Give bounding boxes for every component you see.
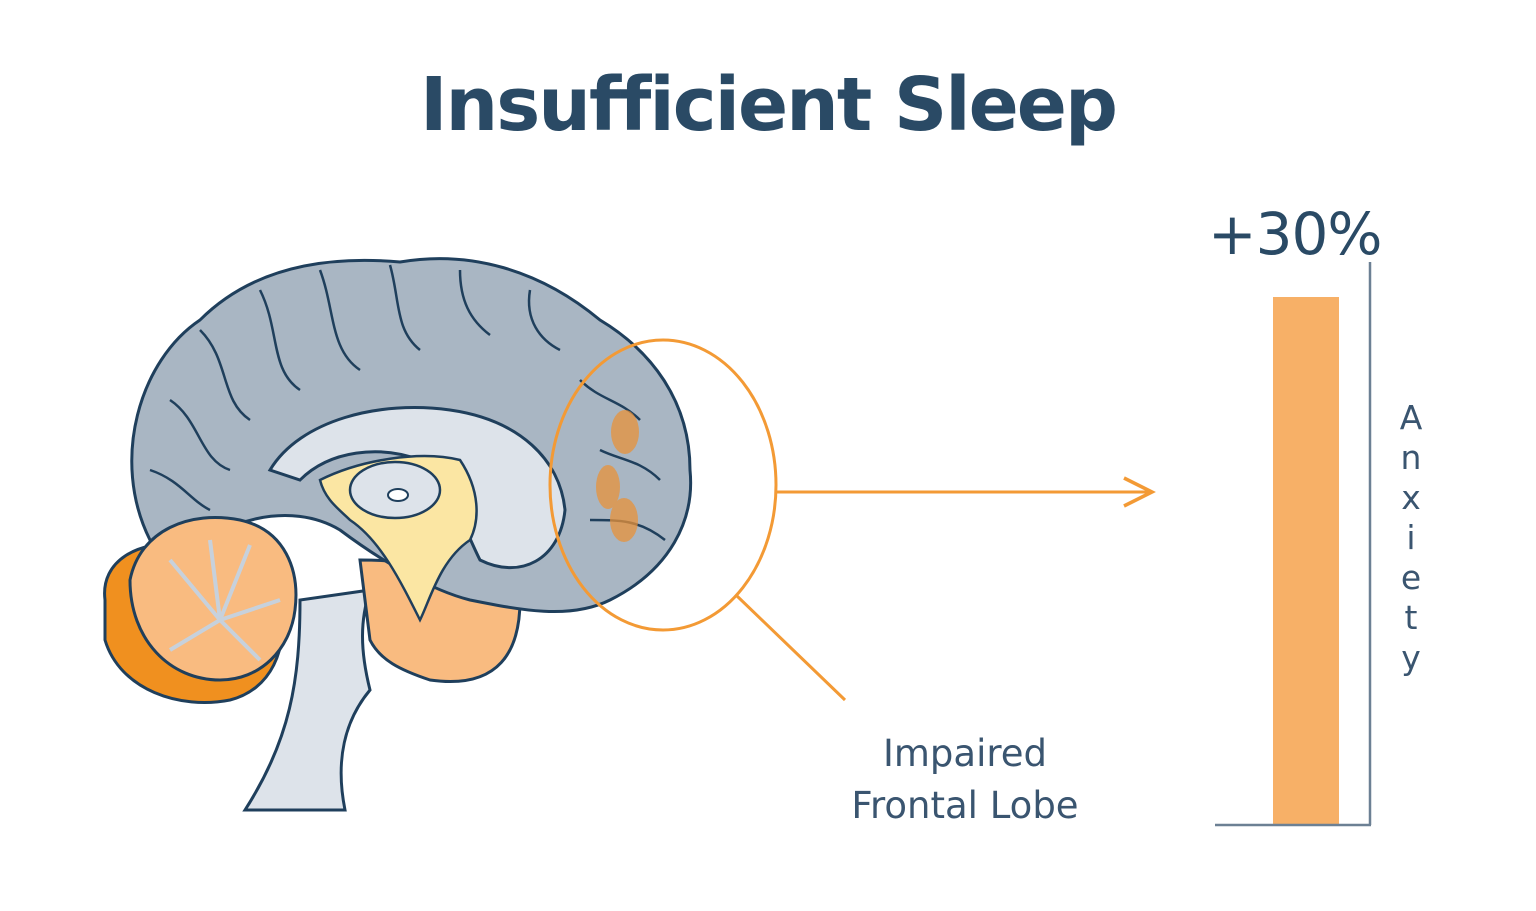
caption-line-2: Frontal Lobe — [851, 784, 1079, 827]
cerebellum-inner — [128, 516, 298, 682]
frontal-highlight-spots — [596, 410, 639, 542]
arrow-head-icon — [1123, 476, 1156, 508]
axis-letter: e — [1400, 558, 1422, 597]
anxiety-bar-chart — [1215, 262, 1372, 827]
caption-line-1: Impaired — [882, 732, 1048, 775]
callout-caption: Impaired Frontal Lobe — [810, 728, 1120, 832]
interthalamic-adhesion — [387, 488, 409, 502]
callout-pointer-line — [735, 594, 847, 702]
brainstem — [242, 588, 373, 812]
brain-illustration — [103, 257, 693, 812]
axis-letter: t — [1404, 598, 1418, 637]
y-axis-label: A n x i e t y — [1396, 398, 1426, 678]
frontal-lobe-highlight-circle — [548, 338, 778, 632]
page-title: Insufficient Sleep — [420, 62, 1118, 148]
anxiety-bar — [1273, 297, 1339, 824]
gyri-lines — [149, 264, 666, 541]
axis-letter: n — [1400, 438, 1422, 477]
axis-letter: y — [1401, 638, 1421, 677]
arbor-vitae — [168, 539, 281, 662]
axis-letter: A — [1399, 398, 1423, 437]
axis-letter: x — [1401, 478, 1421, 517]
bar-value-label: +30% — [1208, 200, 1383, 268]
axis-letter: i — [1406, 518, 1416, 557]
